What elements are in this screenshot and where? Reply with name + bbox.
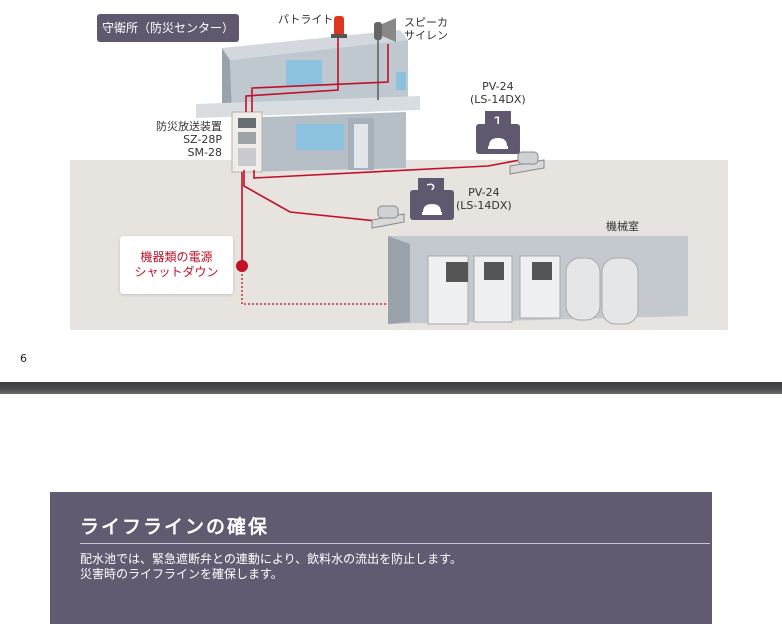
lifeline-description-line1: 配水池では、緊急遮断弁との連動により、飲料水の流出を防止します。 xyxy=(80,552,462,566)
shutdown-line2: シャットダウン xyxy=(134,265,219,279)
device2-model-line1: PV-24 xyxy=(468,186,500,199)
shutdown-line1: 機器類の電源 xyxy=(140,250,213,264)
lifeline-description: 配水池では、緊急遮断弁との連動により、飲料水の流出を防止します。 災害時のライフ… xyxy=(80,552,462,582)
dome-device-icon xyxy=(488,138,508,149)
speaker-horn xyxy=(374,18,396,100)
pv24-device-2 xyxy=(371,205,405,229)
illustration-page: 守衛所（防災センター） パトライト スピーカ サイレン 防災放送装置 SZ-28… xyxy=(20,13,728,365)
building-window-bottom xyxy=(296,124,344,150)
device2-model-label: PV-24 (LS-14DX) xyxy=(456,186,512,212)
lifeline-title: ライフラインの確保 xyxy=(80,516,270,538)
patrol-light xyxy=(334,16,344,36)
guard-office-title: 守衛所（防災センター） xyxy=(97,14,239,42)
shutdown-callout: 機器類の電源 シャットダウン xyxy=(120,236,233,294)
machine-room-label: 機械室 xyxy=(606,220,639,233)
device2-icon-badge xyxy=(410,190,454,220)
device1-icon-badge xyxy=(476,124,520,154)
lifeline-description-line2: 災害時のライフラインを確保します。 xyxy=(80,567,283,581)
speaker-label: スピーカ サイレン xyxy=(404,16,448,42)
speaker-label-line2: サイレン xyxy=(404,29,448,42)
machine-room xyxy=(388,236,688,325)
page-divider xyxy=(0,382,782,394)
page-number: 6 xyxy=(20,352,27,365)
patrol-light-label: パトライト xyxy=(278,13,334,26)
lifeline-rule xyxy=(80,543,710,544)
device1-model-label: PV-24 (LS-14DX) xyxy=(470,80,526,106)
device1-model-line1: PV-24 xyxy=(482,80,514,93)
lifeline-section: ライフラインの確保 配水池では、緊急遮断弁との連動により、飲料水の流出を防止しま… xyxy=(50,492,712,624)
device1-model-line2: (LS-14DX) xyxy=(470,93,526,106)
pv24-device-1 xyxy=(509,151,545,175)
shutdown-point xyxy=(236,260,248,272)
broadcast-cabinet xyxy=(231,111,263,173)
facility-illustration xyxy=(70,16,728,330)
dome-device-icon xyxy=(422,204,442,215)
broadcast-unit-model1: SZ-28P xyxy=(183,133,222,146)
device2-model-line2: (LS-14DX) xyxy=(456,199,512,212)
broadcast-unit-label: 防災放送装置 SZ-28P SM-28 xyxy=(156,120,222,159)
broadcast-unit-name: 防災放送装置 xyxy=(156,120,222,133)
broadcast-unit-model2: SM-28 xyxy=(187,146,222,159)
shutdown-dotted-line xyxy=(241,266,406,305)
building-window-top xyxy=(286,60,322,86)
speaker-label-line1: スピーカ xyxy=(404,16,448,29)
signal-wires xyxy=(241,38,521,266)
